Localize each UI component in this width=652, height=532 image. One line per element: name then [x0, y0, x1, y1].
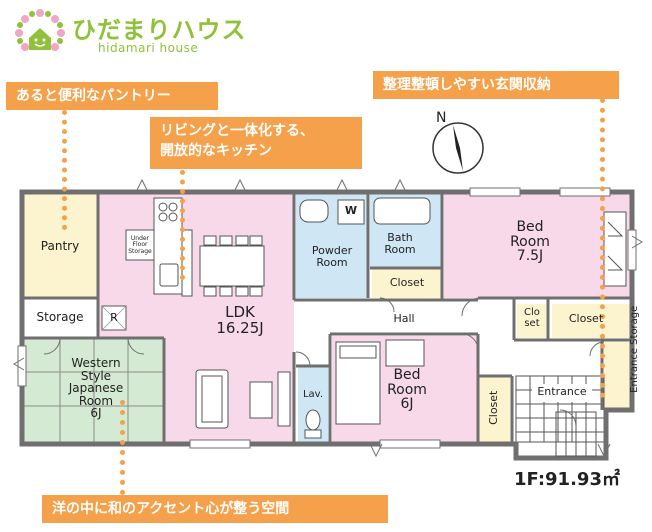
clo-set-line1: Clo [524, 307, 540, 318]
compass: N [432, 110, 484, 174]
floor-area-label: 1F:91.93㎡ [514, 469, 620, 490]
room-hall-label: Hall [393, 312, 415, 325]
callout-japanese: 洋の中に和のアクセント心が整う空間 [42, 495, 388, 523]
under-floor-line1: Under [130, 235, 150, 242]
entrance-storage-area [604, 342, 630, 408]
powder-fixtures [299, 199, 365, 225]
kitchen-counter [153, 197, 193, 297]
room-entrance-storage-label: Entrance Storage [628, 305, 640, 393]
logo-sun-icon [15, 9, 65, 51]
logo-subtitle: hidamari house [98, 41, 199, 55]
toilet [304, 409, 322, 439]
tatami-grid [24, 338, 164, 442]
entrance-label-bg [532, 384, 592, 402]
bath-line1: Bath [387, 231, 413, 244]
callout-pantry: あると便利なパントリー [6, 82, 218, 110]
room-lav-label: Lav. [302, 389, 324, 400]
room-under-floor-label: Under Floor Storage [126, 235, 154, 255]
storage-area [24, 298, 98, 338]
sofa [195, 369, 229, 429]
callout-entrance: 整理整頓しやすい玄関収納 [373, 71, 619, 99]
room-japanese-label: Western Style Japanese Room 6J [50, 357, 142, 420]
powder-line2: Room [316, 255, 348, 269]
leader-kitchen [180, 170, 190, 280]
logo-title: ひだまりハウス [72, 16, 247, 44]
under-floor-storage [125, 229, 155, 261]
under-floor-line3: Storage [128, 247, 152, 255]
doors [43, 297, 605, 427]
compass-label: N [436, 110, 446, 126]
callout-kitchen: リビングと一体化する、 開放的なキッチン [150, 117, 362, 169]
bath-tub [373, 197, 431, 225]
pantry-area [24, 194, 98, 298]
tv-board [249, 381, 273, 419]
dining-table [199, 235, 265, 297]
clo-set-area [517, 304, 547, 338]
side-cabinet [277, 371, 291, 427]
bed1-line1: Bed [516, 219, 544, 235]
japanese-line4: Room [78, 393, 114, 408]
leader-japanese [120, 400, 130, 495]
bed1-line2: Room [510, 233, 550, 250]
clo-set-line2: set [524, 317, 540, 329]
window-marks [13, 178, 643, 458]
room-clo-set-label: Clo set [516, 307, 548, 329]
bed1-line3: 7.5J [516, 248, 544, 265]
windows [17, 187, 637, 449]
leader-pantry [62, 110, 72, 230]
bed-2 [335, 339, 425, 425]
callout-kitchen-line2: 開放的なキッチン [160, 143, 272, 159]
refrigerator-cross [101, 305, 127, 331]
room-storage-label: Storage [36, 310, 84, 324]
japanese-line2: Style [80, 368, 112, 383]
powder-line1: Powder [311, 244, 353, 257]
compass-needle-icon [453, 125, 463, 171]
room-closet-bed2-label: Closet [487, 390, 501, 425]
room-closet-bath-label: Closet [389, 276, 425, 289]
closet-bed2-area [478, 376, 510, 442]
refrigerator-label: R [110, 311, 118, 324]
under-floor-line2: Floor [132, 241, 148, 249]
room-powder-label: Powder Room [298, 245, 366, 268]
room-ldk-label: LDK 16.25J [190, 303, 290, 337]
leader-entrance [600, 98, 610, 398]
room-bed1-label: Bed Room 7.5J [490, 220, 570, 264]
closet-bath-area [372, 268, 442, 298]
japanese-line3: Japanese [68, 381, 124, 396]
entrance-step [555, 411, 597, 457]
room-closet-bed1-label: Closet [568, 312, 604, 325]
bed2-line3: 6J [400, 396, 414, 413]
room-bath-label: Bath Room [374, 232, 426, 255]
room-entrance-label: Entrance [537, 385, 587, 398]
closet-bed1-area [552, 304, 630, 338]
bed-room-1-area [444, 194, 630, 298]
callout-kitchen-line1: リビングと一体化する、 [160, 123, 314, 139]
bed-1-closet-marks [607, 221, 624, 271]
stove-icon [158, 202, 178, 222]
room-pantry-label: Pantry [40, 239, 80, 253]
room-ldk-size: 16.25J [216, 318, 264, 337]
bed2-line2: Room [387, 381, 427, 398]
washer-label: W [344, 204, 358, 217]
room-bed2-label: Bed Room 6J [372, 368, 442, 412]
japanese-line1: Western [71, 356, 121, 370]
bed2-line1: Bed [393, 367, 421, 383]
room-ldk-name: LDK [225, 303, 255, 321]
japanese-line5: 6J [90, 406, 102, 421]
bath-line2: Room [384, 242, 416, 256]
